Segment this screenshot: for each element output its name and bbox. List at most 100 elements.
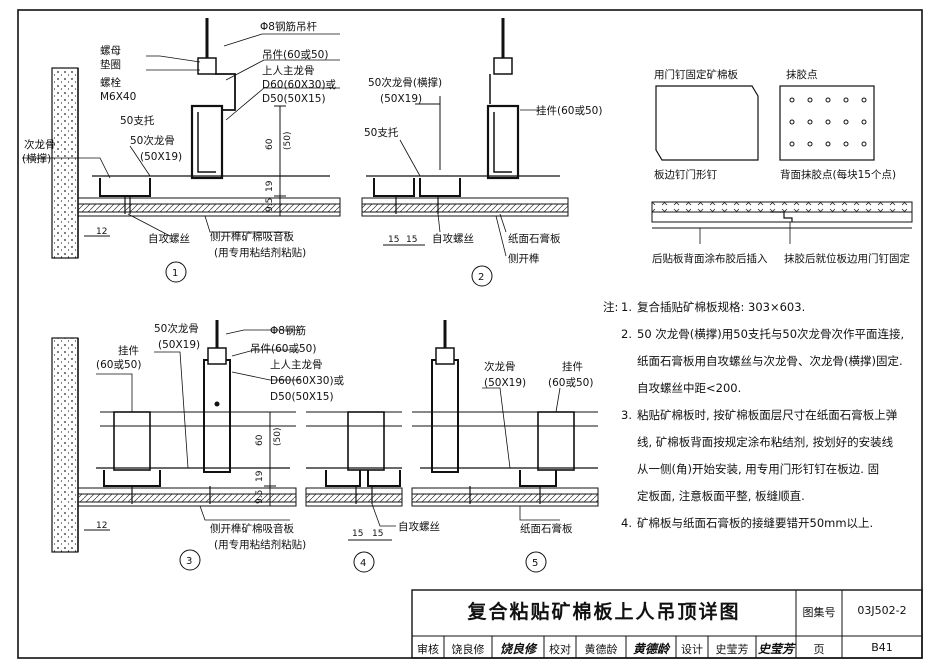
wall-section: [51, 67, 79, 259]
d3-hanger-label: 挂件: [118, 344, 139, 357]
fix-caption: 抹胶后就位板边用门钉固定: [784, 252, 910, 265]
detail-2: [361, 18, 569, 287]
d2-dim-15a: 15: [388, 235, 399, 245]
d3-board-label-1: 侧开榫矿棉吸音板: [210, 522, 294, 535]
main-keel: [190, 104, 224, 180]
d1-bolt-label: 螺栓: [100, 76, 121, 89]
design-label: 设计: [681, 643, 703, 656]
insert-section: [651, 201, 913, 244]
panel-illustrations: [651, 85, 913, 244]
d2-hanger-label: 挂件(60或50): [536, 104, 602, 117]
d3-main-keel-label: 上人主龙骨: [270, 358, 323, 371]
d1-main-keel-label: 上人主龙骨: [262, 64, 315, 77]
d1-support-label: 50支托: [120, 114, 155, 127]
d3-sec-keel-size: (50X19): [158, 339, 200, 351]
door-nail-label: 用门钉固定矿棉板: [654, 68, 738, 81]
reviewer-name: 饶良修: [451, 643, 485, 656]
drawing-title: 复合粘贴矿棉板上人吊顶详图: [467, 601, 741, 623]
detail-5: [411, 320, 599, 573]
d4-dim-15a: 15: [352, 529, 363, 539]
insert-caption: 后贴板背面涂布胶后插入: [652, 252, 768, 265]
d1-screw-label: 自攻螺丝: [148, 232, 190, 245]
d2-support-label: 50支托: [364, 126, 399, 139]
d5-hanger-label: 挂件: [562, 360, 583, 373]
d2-sec-keel-size: (50X19): [380, 93, 422, 105]
d4-screw-label: 自攻螺丝: [398, 520, 440, 533]
notes-lead: 注:: [603, 300, 619, 314]
d5-sec-keel-label: 次龙骨: [484, 360, 516, 373]
d1-hanger-label: 吊件(60或50): [262, 49, 328, 61]
d1-board-label-2: (用专用粘结剂粘贴): [214, 246, 306, 259]
d3-number: 3: [186, 556, 192, 567]
edge-nail-panel: [655, 85, 759, 161]
d3-dim-50: (50): [273, 428, 283, 446]
detail-4: [305, 411, 403, 573]
d2-number: 2: [478, 272, 484, 283]
d1-bolt-size: M6X40: [100, 91, 136, 103]
d3-board-label-2: (用专用粘结剂粘贴): [214, 538, 306, 551]
atlas-number: 03J502-2: [857, 604, 907, 617]
note-2: 2.50 次龙骨(横撑)用50支托与50次龙骨次作平面连接,: [621, 327, 905, 341]
d1-dim-9-5: 9.5: [265, 198, 275, 212]
d4-dim-15b: 15: [372, 529, 383, 539]
d1-cross-keel-label: 次龙骨: [24, 138, 56, 151]
d2-gypsum-label: 纸面石膏板: [508, 232, 561, 245]
d1-board-label-1: 侧开榫矿棉吸音板: [210, 230, 294, 243]
glue-dots-label: 抹胶点: [786, 68, 818, 81]
d1-sec-keel-size: (50X19): [140, 151, 182, 163]
detail-1-marker: [165, 261, 187, 283]
detail-1: [22, 18, 341, 283]
check-label: 校对: [549, 643, 571, 656]
d1-number: 1: [172, 268, 178, 279]
back-glue-caption: 背面抹胶点(每块15个点): [780, 168, 896, 181]
d1-dim-19: 19: [265, 180, 275, 192]
d3-rod-label: Φ8钢筋: [270, 324, 306, 337]
note-1: 1.复合插贴矿棉板规格: 303×603.: [621, 300, 806, 314]
gypsum-board: [77, 197, 341, 205]
d5-hanger-size: (60或50): [548, 377, 593, 389]
d1-rod-label: Φ8钢筋吊杆: [260, 20, 317, 33]
checker-signature: 黄德龄: [632, 642, 669, 656]
d1-cross-keel-sub: (横撑): [22, 152, 51, 165]
d1-dim-60: 60: [265, 138, 275, 150]
note-4: 4.矿棉板与纸面石膏板的接缝要错开50mm以上.: [621, 516, 874, 530]
page-number: B41: [871, 641, 893, 654]
review-label: 审核: [417, 643, 439, 656]
d1-nut-label: 螺母: [100, 45, 121, 57]
d3-sec-keel-label: 50次龙骨: [154, 322, 199, 335]
d4-number: 4: [360, 558, 366, 569]
d2-dim-15b: 15: [406, 235, 417, 245]
d3-hanger2-label: 吊件(60或50): [250, 343, 316, 355]
d1-washer-label: 垫圈: [100, 58, 121, 71]
d5-number: 5: [532, 558, 538, 569]
note-3: 3.粘贴矿棉板时, 按矿棉板面层尺寸在纸面石膏板上弹: [621, 408, 898, 422]
title-block: 复合粘贴矿棉板上人吊顶详图 图集号 03J502-2 审核 饶良修 饶良修 校对…: [412, 590, 922, 658]
checker-name: 黄德龄: [584, 643, 618, 656]
detail-5-marker: [525, 551, 547, 573]
secondary-keel: [99, 178, 151, 197]
d5-gypsum-label: 纸面石膏板: [520, 522, 573, 535]
glue-dot-panel: [779, 85, 875, 161]
d1-sec-keel-label: 50次龙骨: [130, 134, 175, 147]
d3-main-keel-size1: D60(60X30)或: [270, 375, 345, 387]
d3-hanger-size: (60或50): [96, 359, 141, 371]
detail-3: [51, 320, 300, 571]
detail-4-marker: [353, 551, 375, 573]
notes-block: 注: 1.复合插贴矿棉板规格: 303×603. 2.50 次龙骨(横撑)用50…: [603, 294, 921, 537]
mineral-board: [77, 203, 341, 213]
d5-sec-keel-size: (50X19): [484, 377, 526, 389]
d1-main-keel-size1: D60(60X30)或: [262, 79, 337, 91]
reviewer-signature: 饶良修: [499, 642, 536, 656]
d2-sec-keel-label: 50次龙骨(横撑): [368, 76, 442, 89]
designer-signature: 史莹芳: [757, 642, 794, 656]
title-block-frame: [411, 589, 923, 659]
d3-main-keel-size2: D50(50X15): [270, 391, 334, 403]
detail-2-marker: [471, 265, 493, 287]
d3-dim-60: 60: [255, 434, 265, 446]
d2-screw-label: 自攻螺丝: [432, 232, 474, 245]
atlas-label: 图集号: [802, 606, 836, 619]
d3-dim-12: 12: [96, 521, 107, 531]
d3-dim-9-5: 9.5: [255, 490, 265, 504]
